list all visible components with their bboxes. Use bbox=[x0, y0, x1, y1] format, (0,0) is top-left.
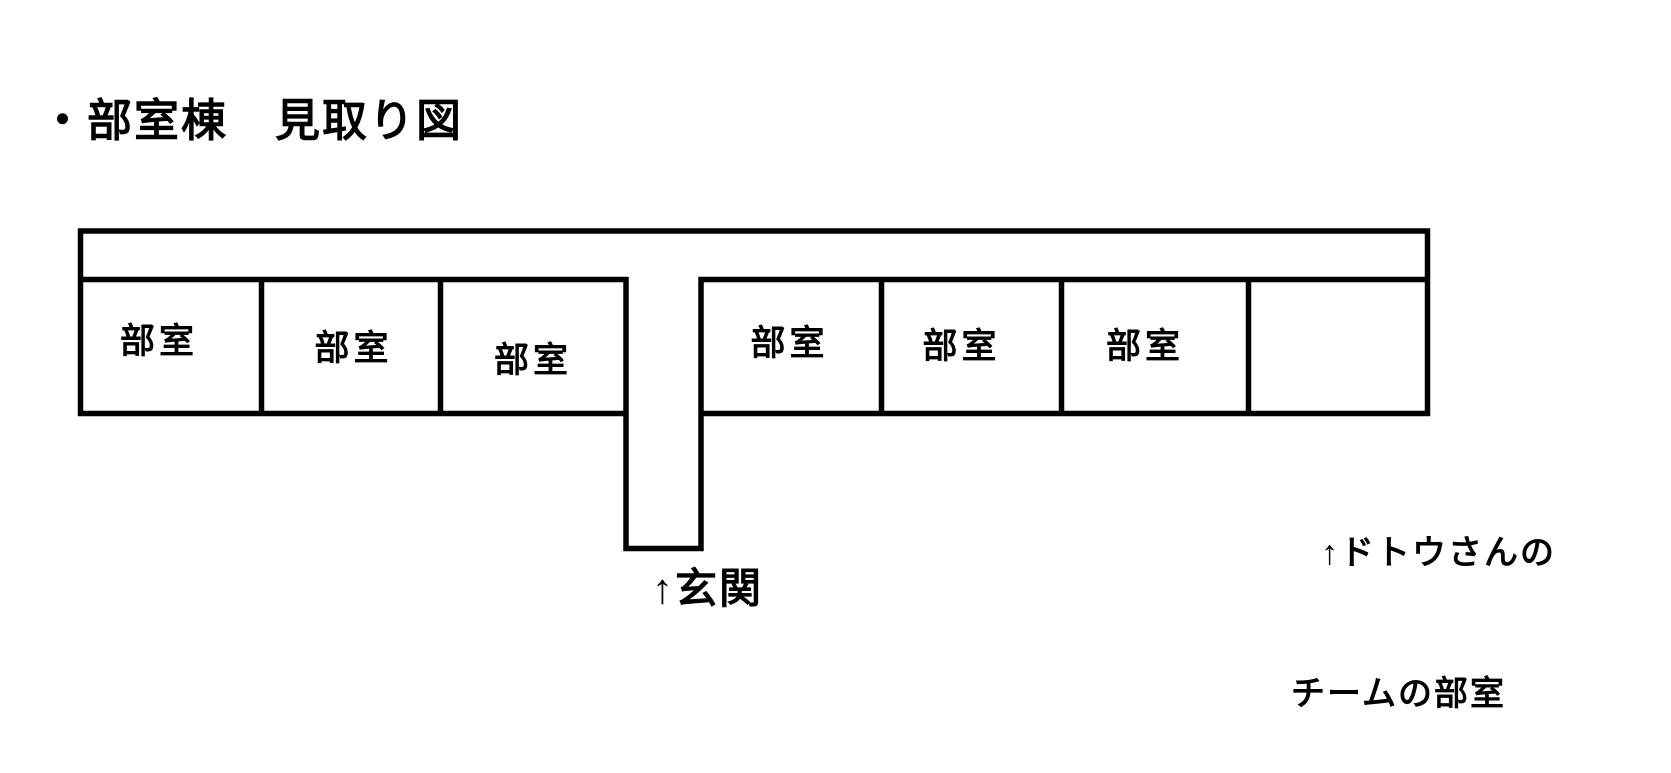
room-left-3: 部室 bbox=[443, 282, 623, 410]
room-right-1: 部室 bbox=[704, 282, 879, 410]
team-room-annotation-line1: ↑ドトウさんの bbox=[1321, 534, 1556, 572]
room-label: 部室 bbox=[750, 323, 829, 363]
room-label: 部室 bbox=[119, 321, 198, 361]
room-right-4-unlabeled bbox=[1251, 282, 1425, 410]
team-room-annotation: ↑ドトウさんの チームの部室 bbox=[1291, 436, 1556, 773]
team-room-annotation-line2: チームの部室 bbox=[1291, 675, 1506, 713]
page-title: ・部室棟 見取り図 bbox=[40, 95, 464, 146]
room-left-1: 部室 bbox=[83, 282, 259, 410]
room-label: 部室 bbox=[493, 340, 572, 380]
room-label: 部室 bbox=[922, 326, 1001, 366]
room-left-2: 部室 bbox=[264, 282, 437, 410]
entrance-label: ↑玄関 bbox=[652, 565, 764, 612]
room-right-3: 部室 bbox=[1064, 282, 1246, 410]
room-label: 部室 bbox=[314, 328, 393, 368]
room-label: 部室 bbox=[1105, 326, 1184, 366]
room-right-2: 部室 bbox=[884, 282, 1059, 410]
